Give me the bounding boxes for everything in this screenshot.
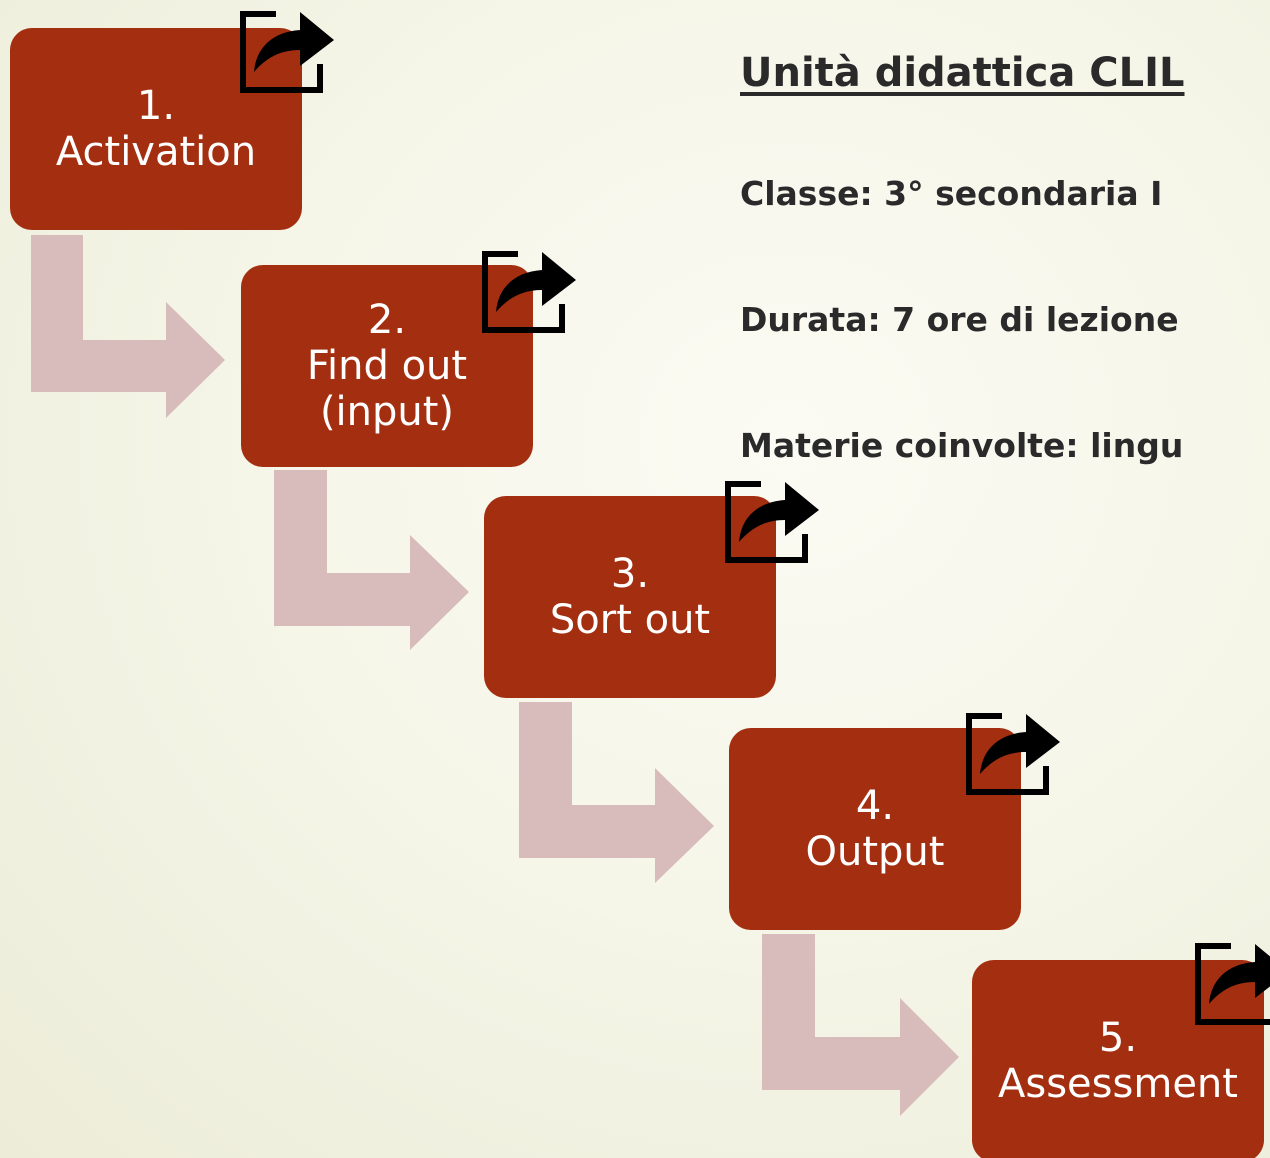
connector-arrow-4-5	[762, 934, 959, 1116]
share-link-icon[interactable]	[482, 248, 578, 334]
share-link-icon[interactable]	[240, 8, 336, 94]
connector-arrow-2-3	[274, 470, 469, 650]
unit-title: Unità didattica CLIL	[740, 50, 1185, 96]
step-label: Activation	[55, 129, 257, 175]
step-label: Sort out	[549, 597, 711, 643]
step-number: 3.	[610, 551, 650, 597]
step-label: Assessment	[998, 1061, 1238, 1107]
share-link-icon[interactable]	[966, 710, 1062, 796]
share-link-icon[interactable]	[725, 478, 821, 564]
step-number: 2.	[367, 297, 407, 343]
connector-arrow-1-2	[31, 235, 225, 418]
subjects-line: Materie coinvolte: lingu	[740, 426, 1184, 465]
step-number: 5.	[1098, 1015, 1138, 1061]
step-output[interactable]: 4. Output	[729, 728, 1021, 930]
unit-info: Unità didattica CLIL Classe: 3° secondar…	[740, 44, 1185, 465]
step-activation[interactable]: 1. Activation	[10, 28, 302, 230]
share-link-icon[interactable]	[1195, 940, 1270, 1026]
class-line: Classe: 3° secondaria I	[740, 174, 1163, 213]
step-label: Output	[805, 829, 945, 875]
step-number: 4.	[855, 783, 895, 829]
connector-arrow-3-4	[519, 702, 714, 883]
step-label-secondary: (input)	[319, 389, 455, 435]
step-number: 1.	[136, 83, 176, 129]
step-find-out[interactable]: 2. Find out (input)	[241, 265, 533, 467]
duration-line: Durata: 7 ore di lezione	[740, 300, 1179, 339]
step-label: Find out	[306, 343, 468, 389]
